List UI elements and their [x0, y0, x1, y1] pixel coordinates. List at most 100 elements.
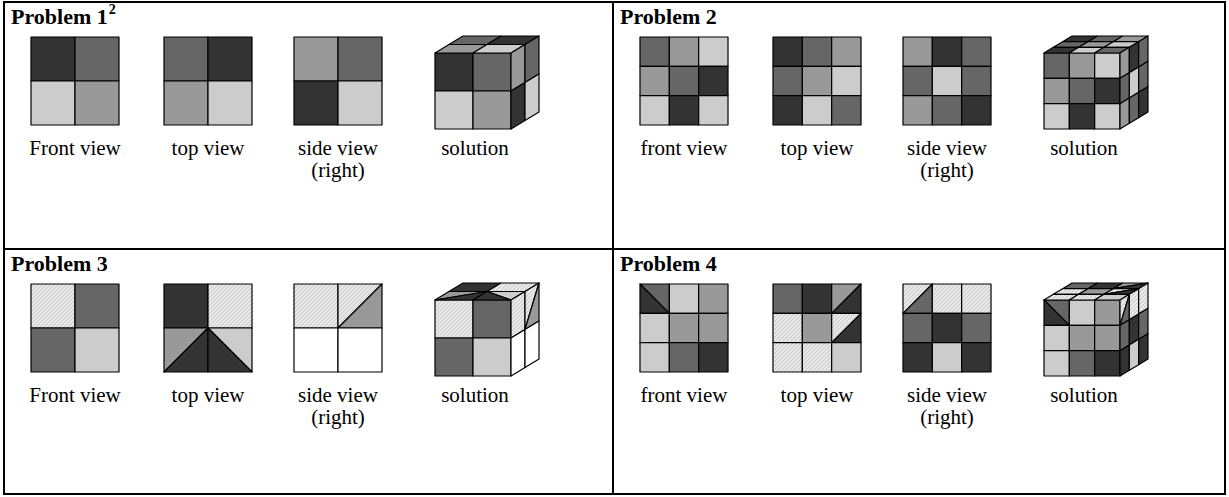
cube-front-face — [1044, 325, 1069, 350]
top-view-square — [773, 284, 802, 313]
cube-front-face — [1044, 53, 1069, 78]
cube-front-face — [1069, 78, 1094, 103]
side-view-square — [294, 81, 338, 125]
front-view-square — [699, 96, 728, 125]
view-caption: top view — [781, 384, 854, 406]
problem-views — [31, 283, 539, 376]
side-view-square — [903, 96, 932, 125]
front-view-square — [640, 96, 669, 125]
view-caption: front view — [641, 384, 728, 406]
top-view-square — [164, 81, 208, 125]
front-view-square — [31, 37, 75, 81]
view-caption: side view (right) — [282, 137, 394, 181]
top-view-square — [832, 343, 861, 372]
front-view-square — [75, 328, 119, 372]
front-view-square — [669, 66, 698, 95]
side-view-square — [932, 37, 961, 66]
problem-title: Problem 1 — [11, 5, 108, 28]
cube-front-face — [1095, 325, 1120, 350]
cube-right-face — [1120, 98, 1129, 129]
side-view-square — [903, 313, 932, 342]
side-view-square — [962, 343, 991, 372]
side-view-square — [294, 328, 338, 372]
side-view-square — [962, 313, 991, 342]
cube-right-face — [511, 83, 525, 130]
side-view-square — [962, 37, 991, 66]
top-view-square — [802, 284, 831, 313]
side-view-square — [338, 37, 382, 81]
front-view-square — [669, 343, 698, 372]
cube-front-face — [1095, 53, 1120, 78]
top-view-square — [832, 66, 861, 95]
problem-cell: Problem 3Front viewtop viewside view (ri… — [3, 248, 614, 495]
front-view-square — [640, 284, 669, 313]
cube-right-face — [525, 74, 539, 121]
view-caption: solution — [441, 137, 509, 159]
front-view-square — [640, 343, 669, 372]
cube-right-face — [1129, 92, 1138, 123]
top-view-square — [832, 313, 861, 342]
side-view-square — [962, 96, 991, 125]
top-view-square — [773, 37, 802, 66]
front-view-square — [699, 284, 728, 313]
top-view-square — [164, 328, 208, 372]
cube-right-face — [1129, 339, 1138, 370]
top-view-square — [164, 284, 208, 328]
problem-views — [640, 36, 1148, 129]
top-view-square — [773, 66, 802, 95]
cube-front-face — [1069, 351, 1094, 376]
cube-front-face — [435, 91, 473, 129]
cube-right-face — [1120, 345, 1129, 376]
cube-front-face — [1044, 351, 1069, 376]
view-caption: top view — [781, 137, 854, 159]
cube-front-face — [1044, 78, 1069, 103]
front-view-square — [640, 66, 669, 95]
cube-front-face — [1044, 104, 1069, 129]
front-view-square — [640, 284, 669, 313]
top-view-square — [802, 343, 831, 372]
top-view-square — [802, 66, 831, 95]
front-view-square — [699, 313, 728, 342]
side-view-square — [338, 81, 382, 125]
front-view-square — [75, 81, 119, 125]
front-view-square — [669, 37, 698, 66]
footnote-mark: 2 — [109, 3, 116, 18]
view-caption: solution — [1050, 384, 1118, 406]
problem-title: Problem 4 — [620, 252, 717, 275]
top-view-square — [802, 96, 831, 125]
view-caption: side view (right) — [891, 384, 1003, 428]
top-view-square — [773, 343, 802, 372]
front-view-square — [669, 96, 698, 125]
cube-front-face — [1095, 104, 1120, 129]
side-view-square — [294, 37, 338, 81]
cube-front-face — [1095, 300, 1120, 325]
problem-cell: Problem 4 front view top view side view (ri… — [612, 248, 1226, 495]
view-caption: Front view — [29, 384, 121, 406]
top-view-square — [208, 37, 252, 81]
problem-cell: Problem 2front viewtop viewside view (ri… — [612, 1, 1226, 250]
top-view-square — [164, 37, 208, 81]
side-view-square — [932, 284, 961, 313]
cube-right-face — [525, 321, 539, 368]
side-view-square — [338, 284, 382, 328]
front-view-square — [669, 313, 698, 342]
side-view-square — [932, 343, 961, 372]
cube-front-face — [435, 300, 473, 338]
cube-front-face — [1069, 300, 1094, 325]
cube-front-face — [473, 338, 511, 376]
view-caption: side view (right) — [282, 384, 394, 428]
front-view-square — [31, 284, 75, 328]
side-view-square — [932, 66, 961, 95]
front-view-square — [31, 328, 75, 372]
top-view-square — [832, 313, 861, 342]
top-view-square — [773, 96, 802, 125]
cube-right-face — [511, 330, 525, 377]
front-view-square — [699, 343, 728, 372]
cube-right-face — [1139, 334, 1148, 365]
top-view-square — [832, 284, 861, 313]
problem-title: Problem 2 — [620, 5, 717, 28]
front-view-square — [669, 284, 698, 313]
side-view-square — [903, 37, 932, 66]
